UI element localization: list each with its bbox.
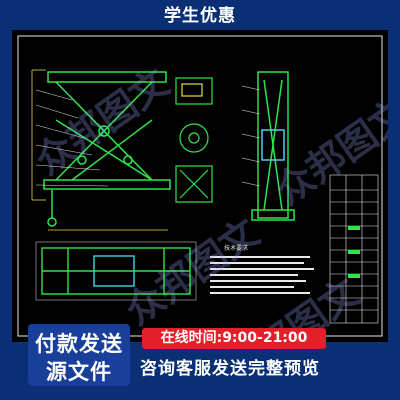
drawing-border	[17, 35, 383, 337]
online-hours-badge: 在线时间:9:00-21:00	[142, 328, 326, 349]
source-file-cta[interactable]: 付款发送 源文件	[28, 324, 130, 386]
top-banner: 学生优惠	[0, 0, 400, 30]
cad-drawing: 技术要求 众邦图文 众邦图文 众邦图文 众邦图文	[12, 30, 388, 342]
consult-text: 咨询客服发送完整预览	[140, 359, 320, 379]
plan-view-frame	[35, 241, 197, 301]
parts-list-fill	[348, 226, 360, 278]
detail-views	[175, 77, 213, 203]
cta-line1: 付款发送	[35, 332, 123, 356]
dimension-lines	[31, 69, 168, 231]
promo-bar: 付款发送 源文件 在线时间:9:00-21:00 咨询客服发送完整预览	[0, 318, 400, 400]
front-view	[251, 71, 295, 221]
tech-notes-title: 技术要求	[224, 244, 248, 252]
tech-notes	[210, 256, 314, 294]
front-view-leaders	[241, 85, 261, 187]
scissor-lift-side-view	[43, 71, 171, 227]
cta-line2: 源文件	[46, 360, 112, 384]
banner-title: 学生优惠	[164, 6, 236, 26]
cad-drawing-lines: 技术要求	[17, 35, 383, 337]
plan-view	[41, 247, 191, 295]
parts-list-table	[329, 174, 379, 324]
leader-lines	[35, 89, 109, 187]
